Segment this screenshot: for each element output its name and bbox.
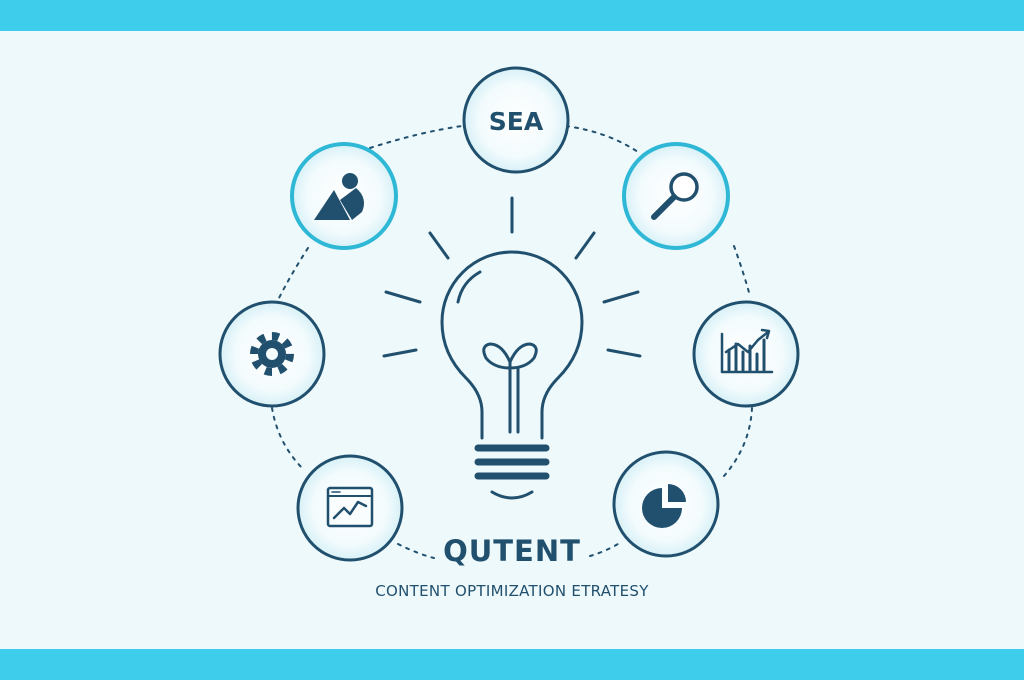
node-pie-chart[interactable] — [612, 450, 720, 558]
brand-name: QUTENT — [443, 534, 581, 568]
node-sea-label: SEA — [489, 107, 544, 136]
image-shapes-icon — [314, 173, 364, 220]
bar-chart-trend-icon — [720, 328, 774, 374]
browser-line-chart-icon — [326, 486, 374, 528]
light-rays — [382, 196, 642, 358]
dotted-connector-ring — [271, 125, 753, 559]
lightbulb-icon — [440, 250, 584, 500]
gear-icon — [250, 332, 294, 376]
node-settings[interactable] — [218, 300, 326, 408]
node-sea[interactable]: SEA — [462, 66, 570, 174]
diagram-subtitle: CONTENT OPTIMIZATION ETRATESY — [375, 582, 649, 600]
top-accent-band — [0, 0, 1024, 31]
node-search[interactable] — [622, 142, 730, 250]
magnifier-icon — [651, 172, 699, 220]
node-browser-chart[interactable] — [296, 454, 404, 562]
node-bar-chart[interactable] — [692, 300, 800, 408]
bottom-accent-band — [0, 649, 1024, 680]
node-image[interactable] — [290, 142, 398, 250]
pie-chart-icon — [642, 484, 686, 528]
